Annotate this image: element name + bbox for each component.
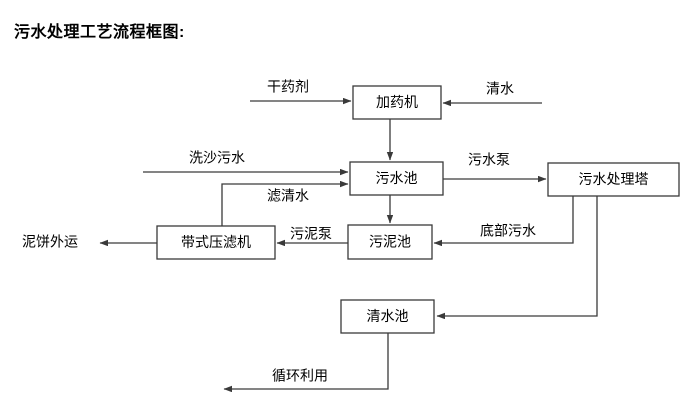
edge-label-filtered-water: 滤清水	[267, 188, 309, 204]
edge-label-sewage-pump: 污水泵	[468, 152, 510, 168]
edge-belt-filter-to-sewage-pool-filtered-water	[221, 180, 349, 226]
node-sewage-pool-box	[349, 161, 444, 196]
node-clean-water-pool-box	[340, 299, 435, 334]
node-clean-water-pool-label: 清水池	[367, 308, 409, 324]
node-clean-water-pool[interactable]: 清水池	[340, 299, 435, 334]
node-treatment-tower-label: 污水处理塔	[579, 171, 649, 187]
page-title: 污水处理工艺流程框图:	[14, 24, 185, 41]
edge-treatment-tower-to-clean-water-pool	[436, 196, 598, 320]
node-belt-filter[interactable]: 带式压滤机	[156, 225, 276, 260]
node-dosing-machine[interactable]: 加药机	[352, 85, 442, 120]
node-dosing-machine-box	[352, 85, 442, 120]
edge-label-recycle-use: 循环利用	[272, 368, 328, 384]
edge-treatment-tower-to-sludge-pool-bottom-sewage	[433, 196, 574, 247]
node-treatment-tower-box	[547, 162, 680, 197]
edge-clean-water-pool-to-recycle-use	[223, 333, 389, 393]
edge-label-clean-water: 清水	[486, 81, 514, 97]
node-sludge-pool-box	[347, 224, 433, 260]
edge-label-bottom-sewage: 底部污水	[480, 223, 536, 239]
node-belt-filter-label: 带式压滤机	[181, 234, 251, 250]
edge-label-sand-wash-sewage: 洗沙污水	[189, 150, 245, 166]
node-sludge-pool-label: 污泥池	[369, 234, 411, 250]
node-sludge-pool[interactable]: 污泥池	[347, 224, 433, 260]
node-treatment-tower[interactable]: 污水处理塔	[547, 162, 680, 197]
node-belt-filter-box	[156, 225, 276, 260]
node-dosing-machine-label: 加药机	[376, 94, 418, 110]
terminal-label-mud-cake-out: 泥饼外运	[22, 234, 78, 250]
node-sewage-pool[interactable]: 污水池	[349, 161, 444, 196]
edge-label-sludge-pump: 污泥泵	[290, 226, 332, 242]
node-sewage-pool-label: 污水池	[376, 170, 418, 186]
edge-label-dry-agent: 干药剂	[267, 79, 309, 95]
